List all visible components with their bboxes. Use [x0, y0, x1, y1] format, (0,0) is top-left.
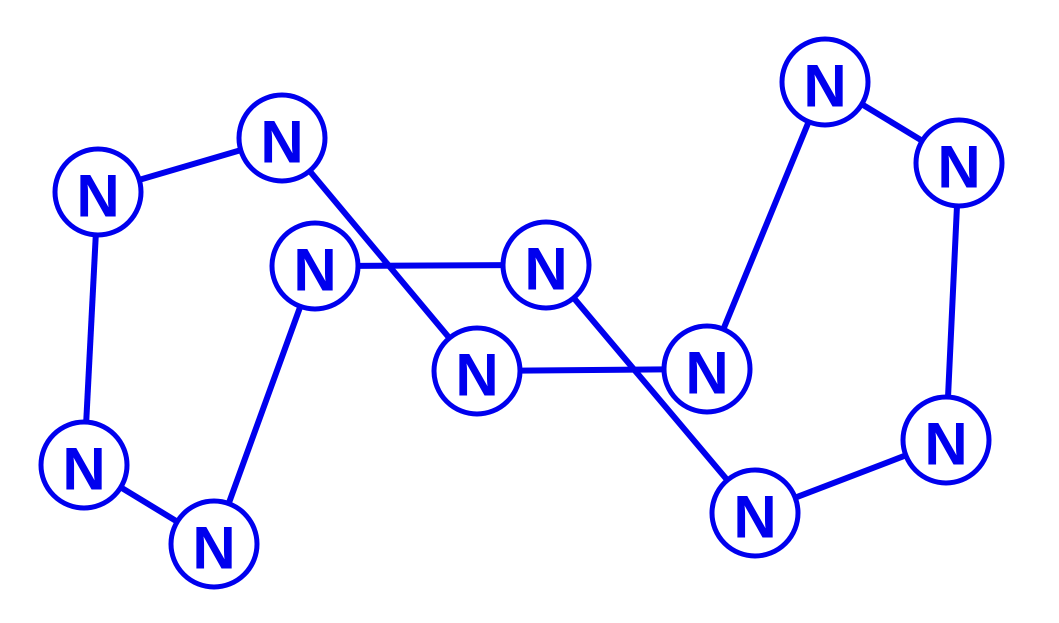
- bond-n10-n9: [794, 452, 907, 501]
- atom-label: N: [803, 53, 846, 120]
- atom-circle: [52, 146, 144, 238]
- atom-label: N: [937, 134, 980, 201]
- bond-n3-n4: [357, 262, 504, 269]
- atom-label: N: [524, 236, 567, 303]
- atom-label: N: [455, 342, 498, 409]
- atom-label: N: [293, 237, 336, 304]
- atom-circle: [913, 117, 1005, 209]
- atom-node-n9: N: [709, 467, 801, 559]
- atom-node-n1: N: [52, 146, 144, 238]
- bond-n12-n11: [860, 101, 924, 144]
- atom-label: N: [260, 109, 303, 176]
- bond-n1-n6: [83, 234, 99, 423]
- atom-node-n11: N: [913, 117, 1005, 209]
- bond-n2-n5: [307, 169, 452, 340]
- bond-n1-n2: [138, 147, 242, 183]
- edges-layer: [83, 101, 960, 525]
- atom-node-n7: N: [168, 498, 260, 590]
- bond-n8-n12: [720, 120, 812, 331]
- atom-node-n5: N: [431, 325, 523, 417]
- atom-label: N: [733, 484, 776, 551]
- atom-circle: [709, 467, 801, 559]
- atom-node-n2: N: [236, 92, 328, 184]
- bond-n4-n9: [571, 295, 730, 483]
- bond-n11-n10: [945, 205, 960, 398]
- atom-node-n8: N: [661, 323, 753, 415]
- atom-label: N: [924, 411, 967, 478]
- atom-circle: [661, 323, 753, 415]
- atom-node-n4: N: [500, 219, 592, 311]
- atom-circle: [900, 394, 992, 486]
- atom-node-n12: N: [779, 36, 871, 128]
- bond-n7-n3: [225, 305, 304, 505]
- atom-circle: [38, 419, 130, 511]
- atom-node-n3: N: [269, 220, 361, 312]
- atom-node-n10: N: [900, 394, 992, 486]
- atom-label: N: [76, 163, 119, 230]
- atom-label: N: [192, 515, 235, 582]
- atom-label: N: [62, 436, 105, 503]
- atom-circle: [236, 92, 328, 184]
- atom-circle: [500, 219, 592, 311]
- atom-node-n6: N: [38, 419, 130, 511]
- atom-circle: [269, 220, 361, 312]
- atom-circle: [168, 498, 260, 590]
- atom-circle: [431, 325, 523, 417]
- bond-n6-n7: [119, 484, 179, 525]
- atom-label: N: [685, 340, 728, 407]
- atom-circle: [779, 36, 871, 128]
- bond-n5-n8: [519, 366, 665, 374]
